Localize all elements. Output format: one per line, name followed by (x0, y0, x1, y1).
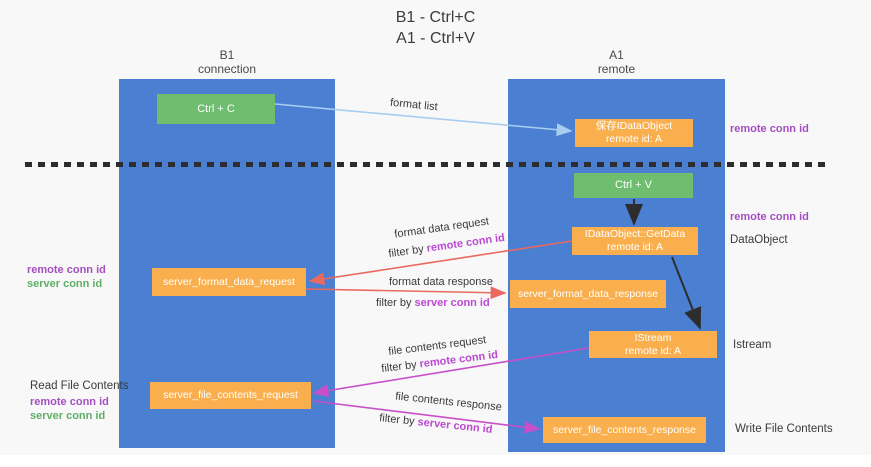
idataobject-getdata-box: IDataObject::GetData remote id: A (572, 227, 698, 255)
title-line-2: A1 - Ctrl+V (396, 30, 475, 47)
left-column-header: B1 connection (119, 48, 335, 76)
phase-separator-dashed-line (25, 162, 831, 167)
left-remote-conn-id-label-1: remote conn id (27, 264, 106, 276)
filter-by-text: filter by (376, 297, 415, 309)
server-file-contents-response-box: server_file_contents_response (543, 417, 706, 443)
server-conn-id-value: server conn id (416, 416, 494, 436)
filter-by-text: filter by (378, 412, 419, 429)
istream-side-label: Istream (733, 339, 772, 351)
server-format-data-request-box: server_format_data_request (152, 268, 306, 296)
right-column-subtitle: remote (597, 62, 636, 76)
file-contents-response-filter-label: filter by server conn id (379, 412, 493, 436)
read-file-contents-label: Read File Contents (30, 380, 129, 392)
server-format-data-response-box: server_format_data_response (510, 280, 666, 308)
getdata-line2: remote id: A (606, 241, 664, 253)
server-file-contents-request-box: server_file_contents_request (150, 382, 311, 409)
file-contents-response-label: file contents response (394, 390, 503, 414)
istream-line2: remote id: A (624, 344, 682, 357)
ctrl-v-box: Ctrl + V (574, 173, 693, 198)
left-column-title: B1 (219, 48, 235, 62)
save-idataobject-line1: 保存IDataObject (595, 120, 673, 132)
right-column-title: A1 (609, 48, 624, 62)
server-format-data-request-label: server_format_data_request (163, 275, 295, 288)
save-idataobject-box: 保存IDataObject remote id: A (575, 119, 693, 147)
title-line-1: B1 - Ctrl+C (395, 9, 476, 26)
diagram-title: B1 - Ctrl+C A1 - Ctrl+V (0, 7, 871, 49)
arrow-format-data-response (305, 286, 507, 300)
ctrl-c-label: Ctrl + C (197, 102, 235, 115)
format-data-response-filter-label: filter by server conn id (376, 297, 490, 309)
ctrl-c-box: Ctrl + C (157, 94, 275, 124)
server-file-contents-request-label: server_file_contents_request (163, 389, 298, 401)
getdata-line1: IDataObject::GetData (584, 228, 686, 240)
write-file-contents-label: Write File Contents (735, 423, 833, 435)
right-remote-conn-id-label-2: remote conn id (730, 211, 809, 223)
server-format-data-response-label: server_format_data_response (517, 287, 659, 300)
left-server-conn-id-label-2: server conn id (30, 410, 106, 422)
ctrl-v-label: Ctrl + V (615, 179, 652, 191)
right-column-header: A1 remote (508, 48, 725, 76)
format-data-response-label: format data response (389, 276, 493, 288)
istream-line1: IStream (634, 331, 672, 344)
filter-by-text: filter by (380, 358, 421, 376)
bottom-strip (0, 455, 871, 467)
right-remote-conn-id-label-1: remote conn id (730, 123, 809, 135)
left-server-conn-id-label-1: server conn id (27, 278, 103, 290)
remote-conn-id-value: remote conn id (425, 231, 506, 255)
left-column-subtitle: connection (197, 62, 257, 76)
left-remote-conn-id-label-2: remote conn id (30, 396, 109, 408)
dataobject-label: DataObject (730, 234, 788, 246)
save-idataobject-line2: remote id: A (605, 133, 663, 145)
server-file-contents-response-label: server_file_contents_response (552, 423, 696, 436)
istream-box: IStream remote id: A (589, 331, 717, 358)
server-conn-id-value: server conn id (414, 297, 490, 309)
format-list-label: format list (389, 96, 439, 114)
filter-by-text: filter by (387, 242, 428, 261)
